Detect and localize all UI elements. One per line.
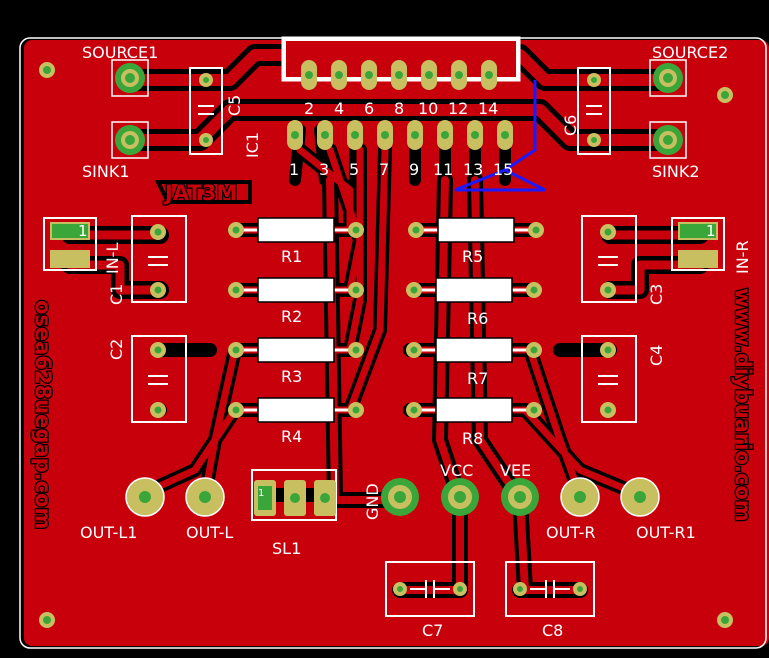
ic-pin-label: 12 [448, 99, 468, 118]
out-l-label: OUT-L [186, 523, 233, 542]
ic-pin-label: 9 [409, 160, 419, 179]
source1-label: SOURCE1 [82, 43, 158, 62]
metal-label: JAT3M [163, 181, 237, 205]
ic-pin-label: 15 [493, 160, 513, 179]
c3-label: C3 [647, 284, 666, 305]
source2-connector [649, 59, 687, 97]
ic-pin-label: 8 [394, 99, 404, 118]
sink1-label: SINK1 [82, 162, 130, 181]
in-l-connector: 1 [43, 217, 97, 271]
c6-label: C6 [561, 115, 580, 136]
source1-connector [111, 59, 149, 97]
r6-label: R6 [467, 309, 488, 328]
mounting-holes [39, 62, 733, 628]
in-r-connector: 1 [671, 217, 725, 271]
ic1-pin-labels-top: 2 4 6 8 10 12 14 [304, 99, 498, 118]
c4-capacitor [581, 335, 637, 423]
c7-capacitor [385, 561, 475, 617]
sl1-connector: 1 [251, 469, 337, 521]
c7-label: C7 [422, 621, 443, 640]
r3-resistor [228, 337, 364, 363]
vee-label: VEE [500, 461, 531, 480]
sl1-label: SL1 [272, 539, 301, 558]
r2-label: R2 [281, 307, 302, 326]
ic-pin-label: 4 [334, 99, 344, 118]
r1-label: R1 [281, 247, 302, 266]
vcc-label: VCC [440, 461, 473, 480]
ic-pin-label: 5 [349, 160, 359, 179]
website-right-label: www.diybuario.com [731, 288, 755, 522]
ic1-pin-labels-bottom: 1 3 5 7 9 11 13 15 [289, 160, 513, 179]
svg-text:1: 1 [258, 488, 264, 499]
in-r-label: IN-R [733, 240, 752, 274]
ic-pin-label: 3 [319, 160, 329, 179]
c1-capacitor [131, 215, 187, 303]
gnd-label: GND [363, 483, 382, 520]
ic-pin-label: 11 [433, 160, 453, 179]
out-pads [125, 477, 660, 517]
r4-resistor [228, 397, 364, 423]
c5-capacitor [189, 67, 223, 155]
out-l1-label: OUT-L1 [80, 523, 137, 542]
ic-pin-label: 6 [364, 99, 374, 118]
r7-label: R7 [467, 369, 488, 388]
ic1-label: IC1 [243, 132, 262, 158]
r7-resistor [406, 337, 542, 363]
ic-pin-label: 13 [463, 160, 483, 179]
r4-label: R4 [281, 427, 302, 446]
svg-text:1: 1 [78, 222, 88, 240]
r5-label: R5 [462, 247, 483, 266]
c1-label: C1 [107, 284, 126, 305]
r6-resistor [406, 277, 542, 303]
sink2-connector [649, 121, 687, 159]
c8-capacitor [505, 561, 595, 617]
c3-capacitor [581, 215, 637, 303]
out-r-label: OUT-R [546, 523, 596, 542]
ic-pin-label: 7 [379, 160, 389, 179]
c8-label: C8 [542, 621, 563, 640]
r3-label: R3 [281, 367, 302, 386]
website-left-label: osea628uegap.com [31, 300, 55, 529]
top-layer-traces [454, 80, 546, 192]
r8-label: R8 [462, 429, 483, 448]
ic1-pads-top [301, 60, 497, 90]
c5-label: C5 [225, 95, 244, 116]
sink2-label: SINK2 [652, 162, 700, 181]
c2-label: C2 [107, 339, 126, 360]
sink1-connector [111, 121, 149, 159]
svg-text:1: 1 [706, 222, 716, 240]
source2-label: SOURCE2 [652, 43, 728, 62]
r5-resistor [408, 217, 544, 243]
ic1-pads-bottom [287, 120, 513, 150]
r8-resistor [406, 397, 542, 423]
ic-pin-label: 10 [418, 99, 438, 118]
ic-pin-label: 14 [478, 99, 498, 118]
r1-resistor [228, 217, 364, 243]
in-l-label: IN-L [103, 243, 122, 274]
c6-capacitor [577, 67, 611, 155]
r2-resistor [228, 277, 364, 303]
out-r1-label: OUT-R1 [636, 523, 696, 542]
metal-text-box: JAT3M [154, 180, 252, 206]
c2-capacitor [131, 335, 187, 423]
c4-label: C4 [647, 345, 666, 366]
ic1-socket [281, 36, 521, 82]
ic-pin-label: 2 [304, 99, 314, 118]
ic-pin-label: 1 [289, 160, 299, 179]
